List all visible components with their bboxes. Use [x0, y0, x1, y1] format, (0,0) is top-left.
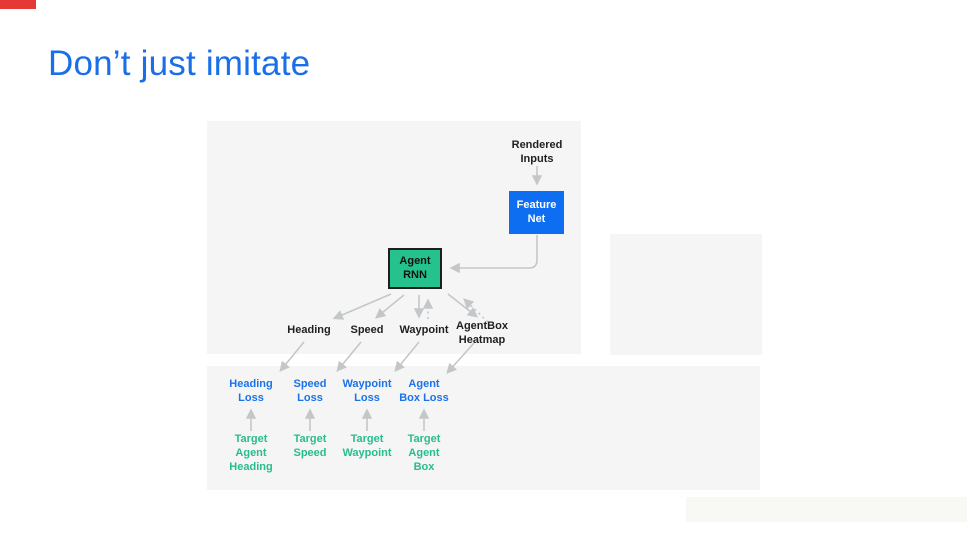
loss-label-waypoint: Waypoint Loss: [342, 378, 392, 404]
output-label-heading: Heading: [287, 324, 331, 337]
loss-label-speed: Speed Loss: [293, 378, 327, 404]
agent-rnn-node: Agent RNN: [388, 248, 442, 289]
feature-net-node: Feature Net: [509, 191, 564, 234]
page-title: Don’t just imitate: [48, 44, 311, 83]
output-label-agentbox-heatmap: AgentBox Heatmap: [456, 320, 508, 346]
loss-label-heading: Heading Loss: [229, 378, 273, 404]
output-label-waypoint: Waypoint: [399, 324, 449, 337]
target-label-agent-box: Target Agent Box: [407, 433, 441, 473]
bottom-right-strip: [686, 497, 967, 522]
diagram-panel-bottom: [207, 366, 760, 490]
diagram-panel-right: [610, 234, 762, 355]
output-label-speed: Speed: [350, 324, 384, 337]
target-label-speed: Target Speed: [293, 433, 327, 459]
recording-marker: [0, 0, 36, 9]
loss-label-agentbox: Agent Box Loss: [399, 378, 449, 404]
target-label-waypoint: Target Waypoint: [342, 433, 392, 459]
target-label-agent-heading: Target Agent Heading: [229, 433, 273, 473]
rendered-inputs-label: Rendered Inputs: [511, 139, 563, 165]
